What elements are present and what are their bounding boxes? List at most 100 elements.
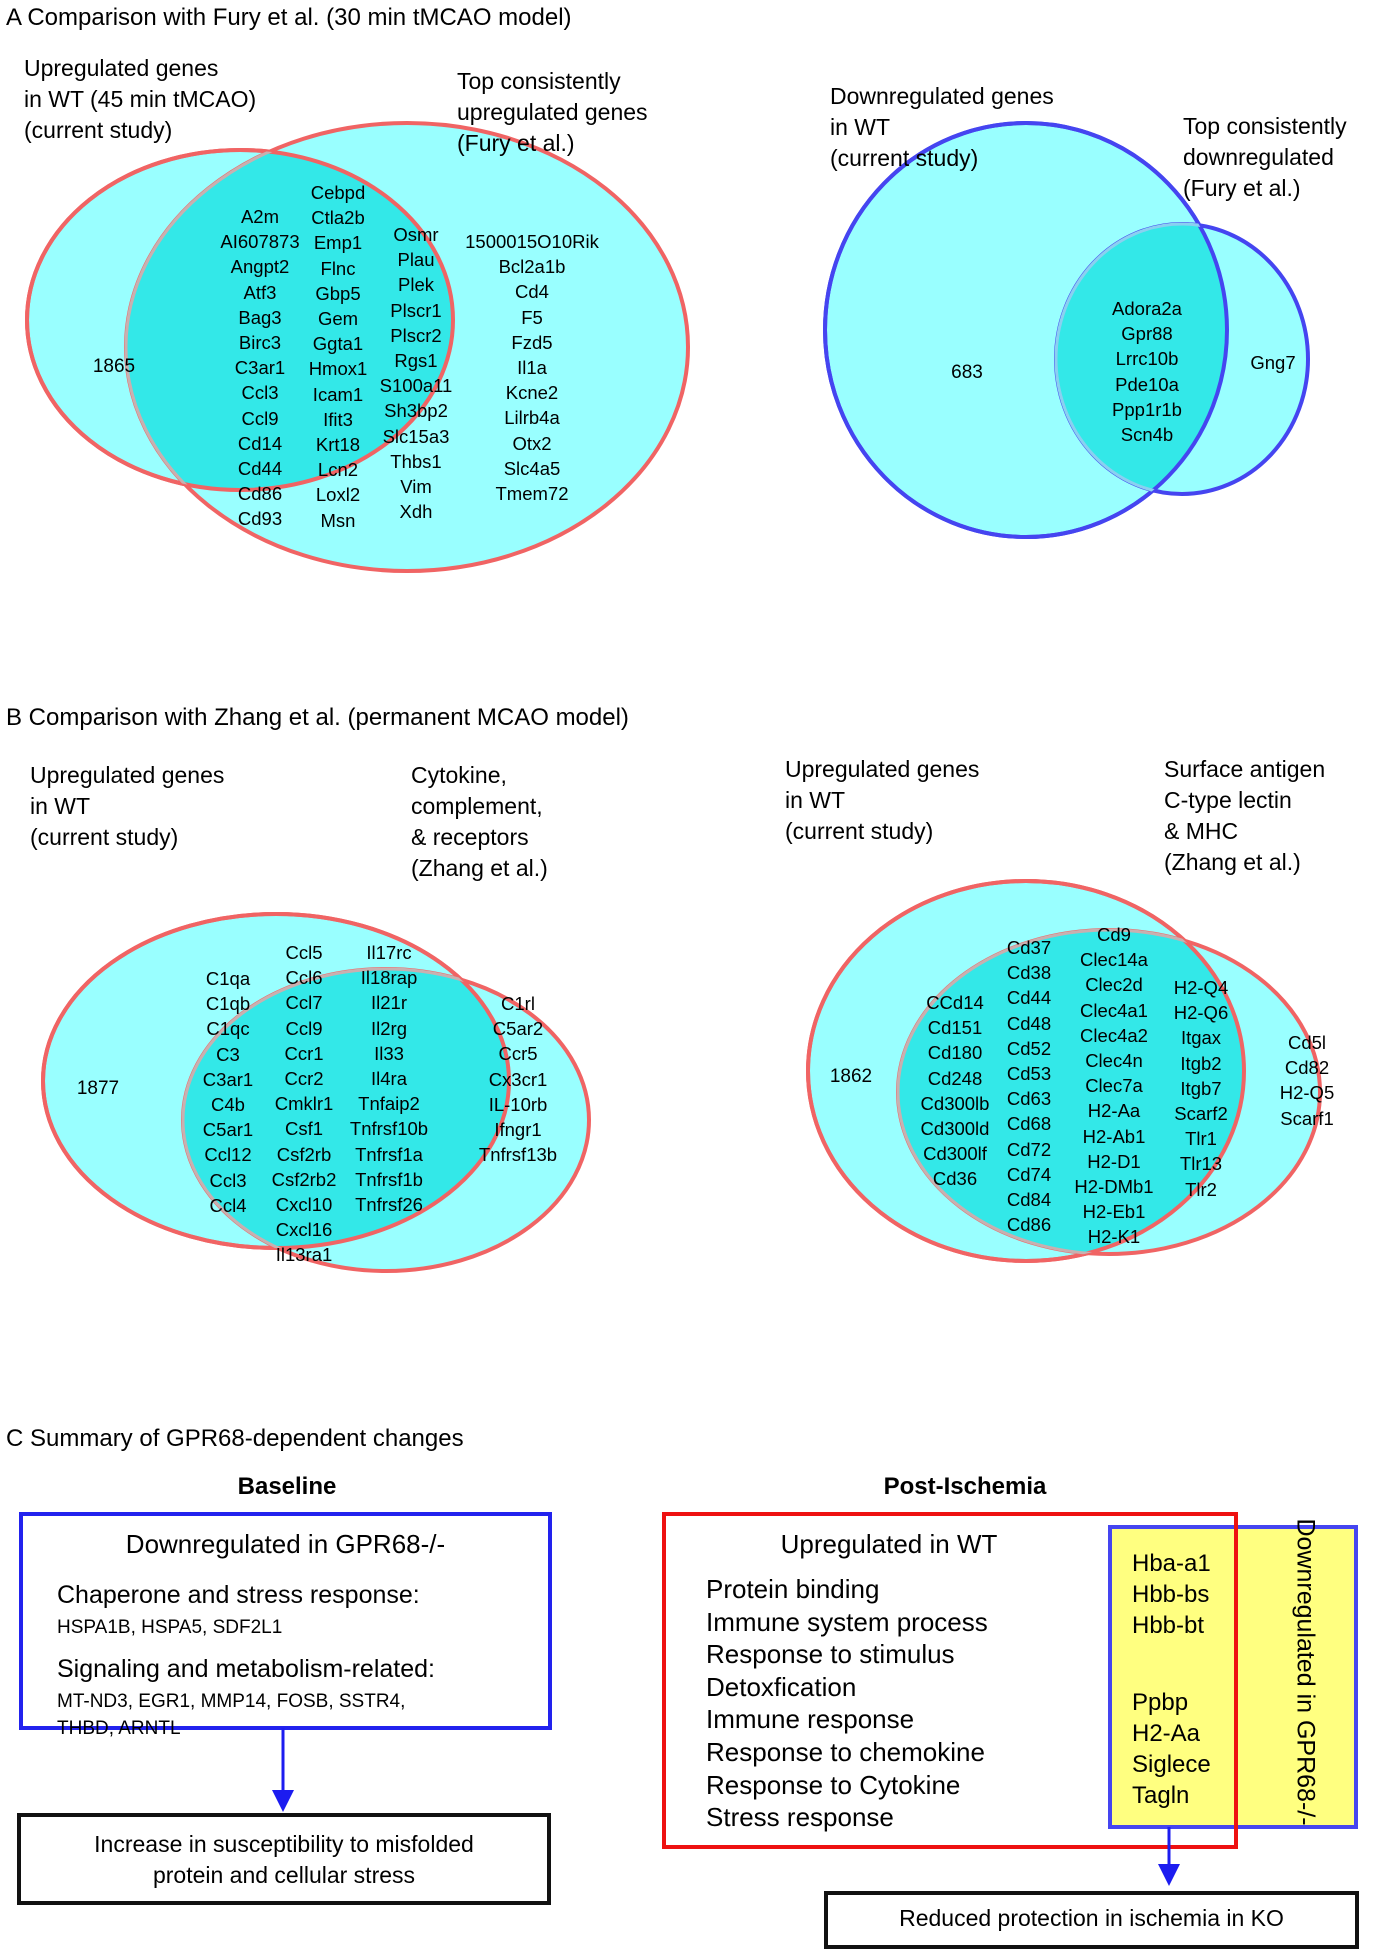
venn-b-surface-overlap-col1-item: Cd151: [927, 1017, 983, 1039]
venn-b-surface-left-count: 1862: [829, 1066, 873, 1087]
venn-a-up-overlap-col2-item: Msn: [320, 509, 356, 531]
venn-a-up-overlap-col3-item: Xdh: [399, 501, 433, 523]
venn-b-surface-right-label-item: Surface antigen: [1164, 756, 1326, 782]
baseline-group1-genes: HSPA1B, HSPA5, SDF2L1: [57, 1617, 283, 1638]
venn-a-up-overlap-col3-item: Vim: [400, 476, 432, 498]
venn-a-up-overlap-col3-item: Plscr1: [390, 299, 442, 321]
panel-a-title: A Comparison with Fury et al. (30 min tM…: [6, 4, 572, 31]
venn-b-surface-overlap-col3-item: Cd9: [1097, 924, 1131, 945]
post-terms-item: Immune response: [706, 1704, 915, 1735]
post-heading: Post-Ischemia: [883, 1473, 1047, 1500]
venn-a-up-right-only-item: Slc4a5: [503, 457, 561, 479]
venn-a-up-right-label-item: (Fury et al.): [457, 130, 575, 156]
venn-b-cytokine-overlap-col3-item: Tnfrsf26: [355, 1194, 423, 1216]
venn-b-cytokine-overlap-col2-item: Cxcl16: [275, 1219, 333, 1241]
venn-a-up-overlap-col3-item: Plscr2: [390, 324, 442, 346]
venn-b-surface-overlap-col2-item: Cd72: [1006, 1138, 1052, 1160]
venn-b-cytokine-left-label-item: Upregulated genes: [30, 762, 225, 788]
venn-b-cytokine-right-only-item: C1rl: [501, 993, 535, 1014]
venn-a-up-overlap-col3-item: Rgs1: [394, 350, 438, 372]
venn-a-up-left-label-item: Upregulated genes: [24, 55, 219, 81]
venn-b-surface-right-only-item: Scarf1: [1280, 1107, 1334, 1129]
baseline-group2-title: Signaling and metabolism-related:: [57, 1655, 435, 1683]
venn-a-down-left-label-item: Downregulated genes: [830, 83, 1054, 109]
venn-a-up-overlap-col3-item: Plek: [397, 274, 434, 296]
venn-a-down-right-label-item: downregulated: [1183, 144, 1334, 170]
venn-a-up-overlap-col1-item: Cd93: [237, 508, 283, 530]
post-box-title: Upregulated in WT: [780, 1529, 998, 1559]
venn-b-cytokine-overlap-col3-item: Tnfrsf1a: [355, 1143, 423, 1165]
panel-c-title: C Summary of GPR68-dependent changes: [6, 1425, 464, 1452]
venn-b-surface-overlap-col3-item: Clec14a: [1080, 949, 1148, 971]
venn-a-up-overlap-col1-item: C3ar1: [234, 357, 286, 379]
venn-b-cytokine-overlap-col2-item: Ccr1: [284, 1042, 324, 1064]
post-genes-group2-item: Siglece: [1132, 1751, 1211, 1778]
venn-b-surface-right-label-item: C-type lectin: [1164, 787, 1292, 813]
venn-b-cytokine-overlap-col2-item: Ccl9: [285, 1017, 323, 1039]
venn-b-cytokine-overlap-col1-item: C1qc: [206, 1018, 250, 1040]
venn-b-surface-overlap-col3-item: H2-Aa: [1087, 1100, 1141, 1122]
venn-a-down-right-only-item: Gng7: [1250, 352, 1296, 373]
venn-b-cytokine-overlap-col2-item: Ccl6: [285, 967, 323, 989]
post-genes-group2-item: Tagln: [1132, 1782, 1190, 1809]
venn-a-up-right-label-item: Top consistently: [457, 68, 621, 94]
post-genes-group1-item: Hba-a1: [1132, 1550, 1211, 1577]
baseline-box: [19, 1512, 552, 1730]
venn-a-up-overlap-col2-item: Ifit3: [323, 408, 353, 430]
venn-a-up-overlap-col1-item: Ccl9: [241, 407, 279, 429]
venn-b-cytokine-right-label-item: (Zhang et al.): [411, 855, 548, 881]
venn-a-up-right-only-item: 1500015O10Rik: [465, 231, 599, 252]
venn-b-surface-overlap-col3-item: Clec2d: [1085, 974, 1143, 996]
venn-a-up-left-label-item: in WT (45 min tMCAO): [24, 86, 257, 112]
baseline-result-line2: protein and cellular stress: [152, 1862, 416, 1888]
baseline-box-title: Downregulated in GPR68-/-: [125, 1529, 446, 1559]
venn-b-surface-right-label-item: & MHC: [1164, 818, 1239, 844]
venn-a-up-right-label-item: upregulated genes: [457, 99, 648, 125]
venn-b-cytokine-right-label-item: Cytokine,: [411, 762, 507, 788]
venn-a-up-overlap-col2-item: Ctla2b: [311, 207, 365, 229]
post-genes-group1-item: Hbb-bs: [1132, 1581, 1210, 1608]
venn-a-up-overlap-col2-item: Lcn2: [317, 459, 359, 481]
venn-b-surface-right-label-item: (Zhang et al.): [1164, 849, 1301, 875]
venn-a-up-overlap-col2-item: Gbp5: [315, 282, 361, 304]
venn-b-surface-overlap-col1-item: Cd36: [932, 1168, 978, 1190]
venn-b-cytokine: [41, 912, 591, 1273]
venn-a-down-right-label-item: Top consistently: [1183, 113, 1347, 139]
venn-a-down-right-only: Gng7: [1250, 350, 1295, 375]
venn-b-surface-left-label-item: in WT: [785, 787, 846, 813]
venn-b-cytokine-right-only-item: Cx3cr1: [488, 1068, 548, 1090]
post-terms-item: Response to chemokine: [706, 1736, 985, 1767]
venn-b-surface-overlap-col4-item: Itgb7: [1180, 1077, 1222, 1099]
post-terms-item: Detoxfication: [706, 1671, 857, 1702]
venn-b-cytokine-overlap-col2-item: Cxcl10: [275, 1194, 333, 1216]
venn-b-surface-overlap-col4-item: Tlr2: [1185, 1178, 1217, 1200]
venn-b-cytokine-overlap-col1-item: Ccl4: [209, 1194, 247, 1216]
venn-b-surface-overlap-col2-item: Cd48: [1006, 1012, 1052, 1034]
post-result-box: [824, 1891, 1359, 1949]
venn-b-cytokine-left-count: 1877: [76, 1078, 120, 1099]
venn-b-cytokine-overlap-col2-item: Il13ra1: [275, 1244, 333, 1266]
venn-b-surface: [806, 879, 1322, 1263]
post-terms-item: Immune system process: [706, 1606, 988, 1637]
venn-a-up: [25, 121, 690, 573]
venn-b-surface-overlap-col3-item: H2-D1: [1087, 1150, 1141, 1172]
venn-b-cytokine-left-label-item: in WT: [30, 793, 91, 819]
venn-a-up-right-only-item: F5: [521, 306, 543, 328]
venn-b-surface-overlap-col3-item: Clec4n: [1085, 1050, 1143, 1072]
venn-a-up-overlap-col3-item: Thbs1: [390, 450, 442, 472]
venn-b-surface-overlap-col3-item: H2-K1: [1087, 1226, 1141, 1248]
post-terms-item: Protein binding: [706, 1574, 880, 1604]
venn-b-cytokine-overlap-col1-item: C3: [216, 1043, 240, 1065]
venn-a-up-right-only-item: Cd4: [515, 281, 549, 303]
baseline-group2-genes-line2: THBD, ARNTL: [57, 1718, 181, 1739]
venn-b-cytokine-right-only-item: Tnfrsf13b: [478, 1144, 558, 1166]
venn-b-surface-left-label-item: (current study): [785, 818, 934, 844]
